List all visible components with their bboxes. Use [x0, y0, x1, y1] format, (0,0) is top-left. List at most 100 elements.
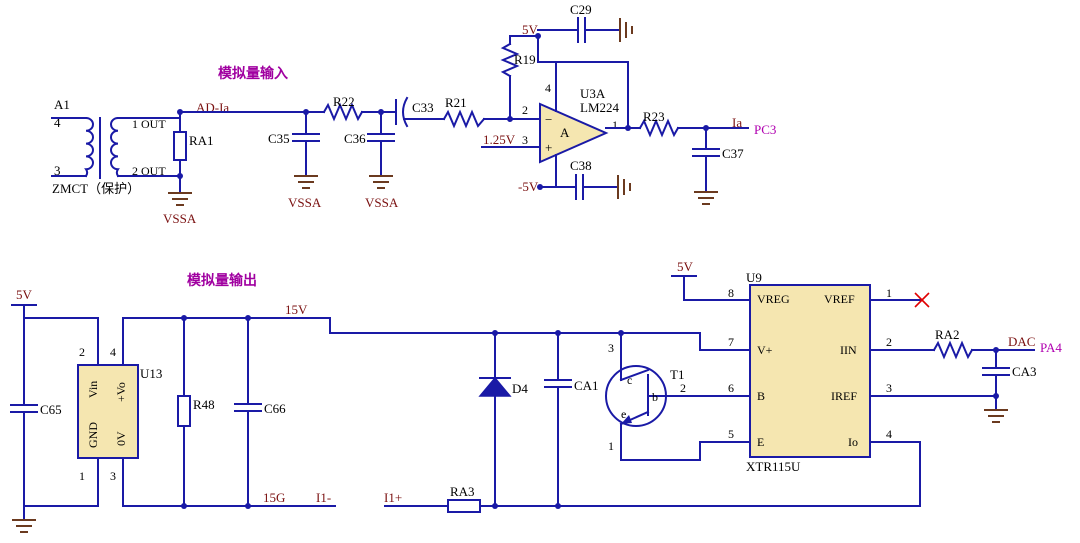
u13-pin4: 4 [110, 345, 116, 359]
c36-label: C36 [344, 131, 366, 146]
u13-vo-label: +Vo [114, 382, 128, 402]
t1-pin2: 2 [680, 381, 686, 395]
dac-net-label: DAC [1008, 334, 1035, 349]
u13-dcdc-module [77, 364, 139, 459]
t1-pin1: 1 [608, 439, 614, 453]
vssa-ground-2 [294, 175, 318, 189]
u9-pin4: 4 [886, 427, 892, 441]
u9-b-label: B [757, 389, 765, 403]
t1-e-label: e [621, 407, 626, 421]
ground-c29 [619, 18, 633, 42]
neg-5v-label: -5V [518, 179, 539, 194]
a1-pin3-label: 3 [54, 163, 61, 178]
u13-vin-label: Vin [86, 381, 100, 398]
current-transformer-a1: A1 4 3 1 OUT 2 OUT ZMCT（保护） [51, 97, 166, 196]
u9-vreg-label: VREG [757, 292, 790, 306]
ground-c37 [694, 191, 718, 205]
ct-out2-label: 2 OUT [132, 164, 166, 178]
d4-diode [478, 376, 512, 397]
vssa-label-3: VSSA [365, 195, 399, 210]
u9-pin7: 7 [728, 335, 734, 349]
r48-label: R48 [193, 397, 215, 412]
t1-b-label: b [652, 390, 658, 404]
vssa-label-1: VSSA [163, 211, 197, 226]
r48-resistor [177, 395, 191, 427]
ca3-label: CA3 [1012, 364, 1037, 379]
ra3-resistor [447, 499, 481, 513]
c38-label: C38 [570, 158, 592, 173]
c65-label: C65 [40, 402, 62, 417]
u9-xtr115u [749, 284, 871, 458]
c35-label: C35 [268, 131, 290, 146]
r21-resistor [442, 109, 486, 129]
a1-pin4-label: 4 [54, 115, 61, 130]
ra1-resistor [173, 131, 187, 161]
d4-label: D4 [512, 381, 528, 396]
u9-iin-label: IIN [840, 343, 857, 357]
ground-left [12, 519, 36, 533]
opamp-plus-sign: + [545, 140, 552, 155]
c33-plate-2 [402, 96, 409, 128]
u13-label: U13 [140, 366, 162, 381]
u13-pin3: 3 [110, 469, 116, 483]
u9-pin6: 6 [728, 381, 734, 395]
u9-pin8: 8 [728, 286, 734, 300]
u9-label: U9 [746, 270, 762, 285]
15v-net-label: 15V [285, 302, 308, 317]
lm224-label: LM224 [580, 100, 620, 115]
zmct-label: ZMCT（保护） [52, 181, 140, 196]
ground-c38 [617, 175, 631, 199]
i1-plus-label: I1+ [384, 490, 402, 505]
ct-out1-label: 1 OUT [132, 117, 166, 131]
r21-label: R21 [445, 95, 467, 110]
i1-minus-label: I1- [316, 490, 331, 505]
opamp-u3a: − + A [539, 102, 609, 164]
vssa-ground-3 [369, 175, 393, 189]
u9-iref-label: IREF [831, 389, 857, 403]
a1-label: A1 [54, 97, 70, 112]
ra2-label: RA2 [935, 327, 960, 342]
ra2-resistor [932, 340, 974, 360]
c66-label: C66 [264, 401, 286, 416]
r23-resistor [638, 118, 680, 138]
opamp-a-label: A [560, 125, 570, 140]
t1-pin3: 3 [608, 341, 614, 355]
r23-label: R23 [643, 109, 665, 124]
u13-pin1: 1 [79, 469, 85, 483]
pa4-port-label: PA4 [1040, 340, 1062, 355]
u9-pin5: 5 [728, 427, 734, 441]
r19-resistor [500, 42, 520, 78]
opamp-pin4: 4 [545, 81, 551, 95]
5v-left-label: 5V [16, 287, 33, 302]
u13-0v-label: 0V [114, 431, 128, 446]
u13-gnd-label: GND [86, 422, 100, 448]
t1-label: T1 [670, 367, 684, 382]
u9-io-label: Io [848, 435, 858, 449]
no-connect-marker [914, 292, 930, 308]
u13-pin2: 2 [79, 345, 85, 359]
opamp-pin1: 1 [612, 118, 618, 132]
pc3-port-label: PC3 [754, 122, 776, 137]
input-section-title: 模拟量输入 [218, 65, 288, 82]
15g-net-label: 15G [263, 490, 285, 505]
u9-pin2: 2 [886, 335, 892, 349]
1-25v-label: 1.25V [483, 132, 516, 147]
r19-label: R19 [514, 52, 536, 67]
output-section-title: 模拟量输出 [187, 272, 257, 289]
r22-label: R22 [333, 94, 355, 109]
c33-label: C33 [412, 100, 434, 115]
c37-label: C37 [722, 146, 744, 161]
vssa-ground-1 [168, 192, 192, 206]
u9-pin1: 1 [886, 286, 892, 300]
t1-c-label: c [627, 373, 632, 387]
r22-resistor [322, 102, 364, 122]
ra3-label: RA3 [450, 484, 475, 499]
u9-e-label: E [757, 435, 764, 449]
opamp-minus-sign: − [545, 112, 552, 127]
opamp-pin2: 2 [522, 103, 528, 117]
ground-iref [984, 409, 1008, 423]
ra1-label: RA1 [189, 133, 214, 148]
ca1-label: CA1 [574, 378, 599, 393]
u9-vref-label: VREF [824, 292, 855, 306]
